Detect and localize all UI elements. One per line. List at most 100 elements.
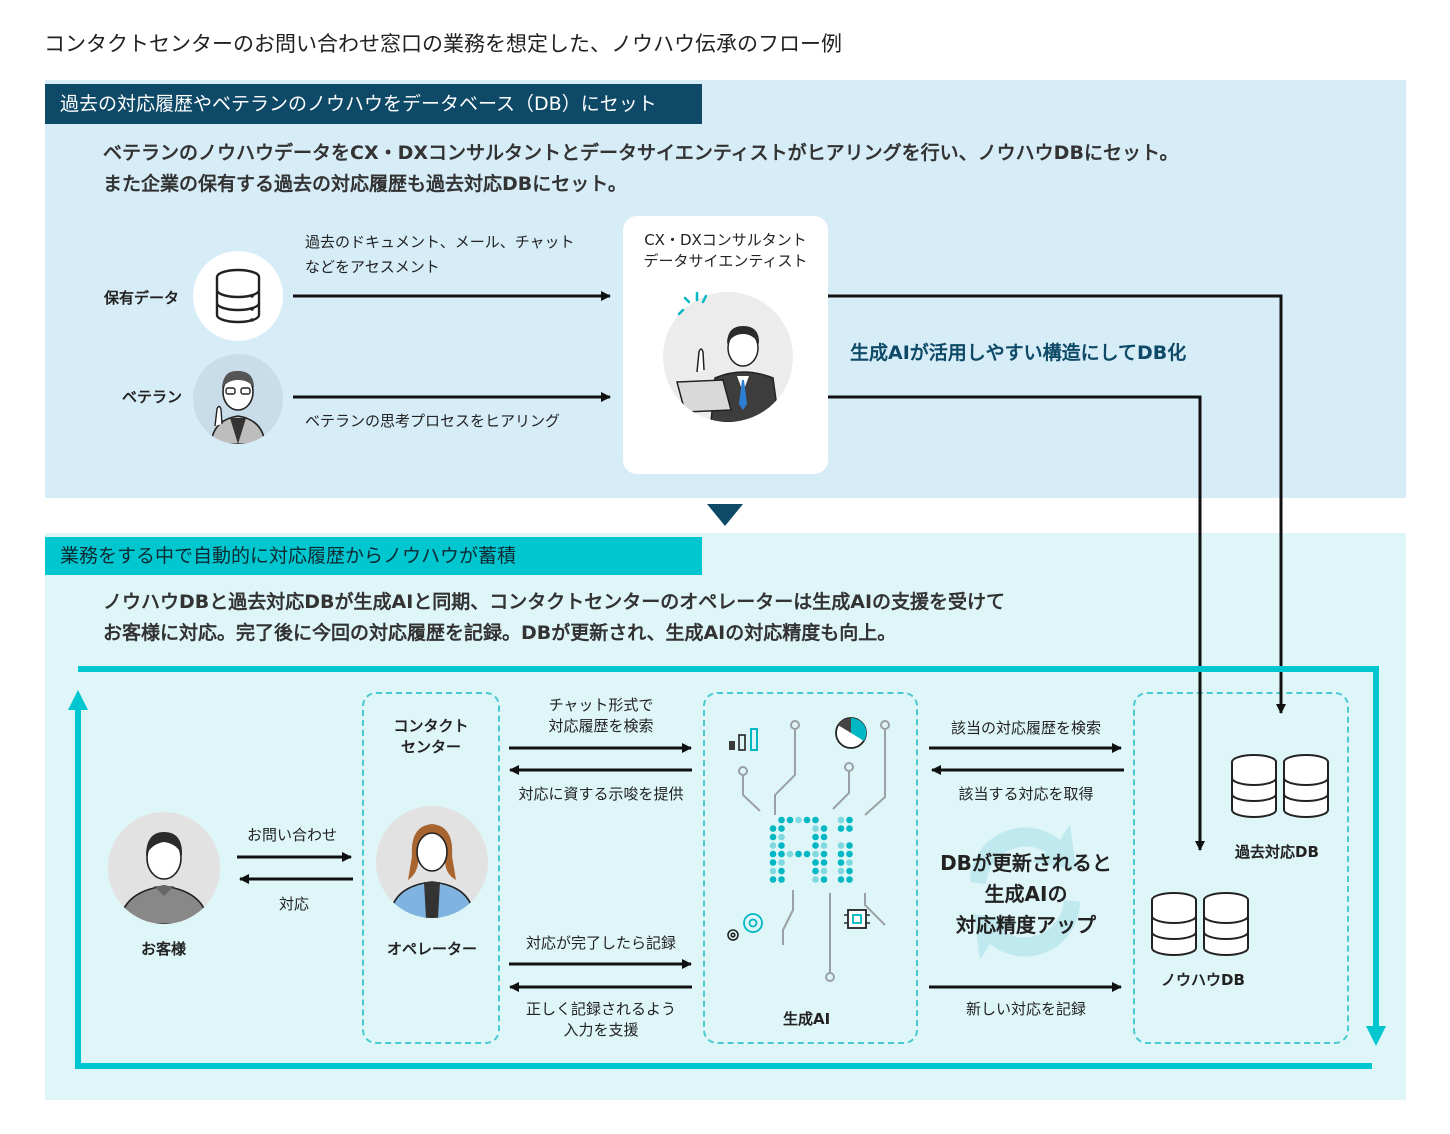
consultant-title-line1: CX・DXコンサルタント [644,231,807,249]
ai-glyph-dot [812,816,819,824]
ai-glyph-dot [837,842,845,849]
operator-label: オペレーター [387,940,478,958]
section-2-panel [45,533,1406,1100]
chat-search-line1: チャット形式で [548,696,654,714]
customer-label: お客様 [141,940,187,958]
contact-center-line2: センター [400,738,461,756]
ai-glyph-dot [812,833,819,841]
knowhow-db-label: ノウハウDB [1161,971,1245,989]
ai-glyph-dot [812,876,819,883]
section-1-desc-line2: また企業の保有する過去の対応履歴も過去対応DBにセット。 [103,173,627,195]
record-label: 対応が完了したら記録 [525,934,676,952]
ai-glyph-dot [795,850,802,858]
ai-label: 生成AI [783,1010,831,1028]
db-structure-label: 生成AIが活用しやすい構造にしてDB化 [850,342,1187,364]
ai-glyph-dot [820,876,828,883]
refresh-cycle-icon [970,824,1080,960]
customer-avatar-icon [108,812,220,924]
ai-glyph-dot [769,876,777,883]
search-history-label: 該当の対応履歴を検索 [950,719,1101,737]
ai-glyph-dot [837,867,845,875]
ai-glyph-dot [769,833,777,841]
ai-glyph-dot [812,825,819,832]
ai-glyph-dot [846,842,853,849]
consultant-avatar-icon [663,292,793,422]
input-support-line2: 入力を支援 [563,1021,639,1039]
operator-avatar-icon [376,806,488,918]
ai-glyph-dot [837,859,845,866]
input-support-label: 正しく記録されるよう 入力を支援 [504,999,698,1041]
update-line1: DBが更新されると [940,851,1112,875]
ai-glyph-dot [812,842,819,849]
loop-arrow-left [68,690,1372,1069]
ai-glyph-dot [837,816,845,824]
ai-glyph-dot [778,876,785,883]
ai-glyph-dot [837,850,845,858]
ai-glyph-dot [778,850,785,858]
ai-glyph-dot [795,816,802,824]
owned-data-label: 保有データ [104,289,180,307]
section-2-desc-line1: ノウハウDBと過去対応DBが生成AIと同期、コンタクトセンターのオペレーターは生… [103,591,1006,613]
idea-spark-icon [677,291,707,316]
input-support-line1: 正しく記録されるよう [525,1000,676,1018]
ai-glyph-dot [778,842,785,849]
ai-glyph-dot [769,842,777,849]
ai-glyph-dot [803,816,811,824]
suggestion-label: 対応に資する示唆を提供 [518,785,684,803]
update-accuracy-label: DBが更新されると 生成AIの 対応精度アップ [926,848,1126,941]
past-db-icon [1231,754,1329,818]
past-db-label: 過去対応DB [1235,843,1319,861]
contact-center-label: コンタクト センター [362,716,500,758]
consultant-card: CX・DXコンサルタント データサイエンティスト [623,216,828,474]
consultant-title-line2: データサイエンティスト [643,252,808,270]
update-line2: 生成AIの [984,882,1068,906]
contact-center-box [362,692,500,1044]
arrow-consultant-to-past-db [828,294,1286,714]
update-line3: 対応精度アップ [956,913,1096,937]
chat-search-line2: 対応履歴を検索 [548,717,654,735]
section-2-header: 業務をする中で自動的に対応履歴からノウハウが蓄積 [45,537,702,575]
assessment-label-line2: などをアセスメント [305,258,440,276]
ai-glyph-dot [846,859,853,866]
assessment-label: 過去のドキュメント、メール、チャット などをアセスメント [305,230,575,280]
chat-search-label: チャット形式で 対応履歴を検索 [504,695,698,737]
response-label: 対応 [279,895,310,913]
section-1-desc-line1: ベテランのノウハウデータをCX・DXコンサルタントとデータサイエンティストがヒア… [103,142,1179,164]
section-2-desc-line2: お客様に対応。完了後に今回の対応履歴を記録。DBが更新され、生成AIの対応精度も… [103,622,897,644]
ai-glyph-dot [769,825,777,832]
ai-glyph-dot [812,867,819,875]
ai-glyph-dot [837,876,845,883]
ai-glyph-dot [846,876,853,883]
ai-glyph-dot [820,850,828,858]
ai-glyph-dot [820,867,828,875]
assessment-label-line1: 過去のドキュメント、メール、チャット [305,233,575,251]
ai-glyph-dot [778,867,785,875]
section-1-header: 過去の対応履歴やベテランのノウハウをデータベース（DB）にセット [45,84,702,124]
down-arrow-icon [707,504,743,526]
ai-glyph-dot [778,825,785,832]
generative-ai-box [703,692,918,1044]
inquiry-label: お問い合わせ [247,826,338,844]
ai-glyph-dot [837,825,845,832]
ai-glyph-dot [778,833,785,841]
ai-glyph-dot [820,842,828,849]
new-record-label: 新しい対応を記録 [965,1000,1086,1018]
ai-glyph-dot [846,825,853,832]
knowhow-db-icon [1151,892,1249,956]
ai-glyph-dot [812,850,819,858]
ai-glyph-dot [778,816,785,824]
loop-arrow-right [78,666,1386,1046]
consultant-card-title: CX・DXコンサルタント データサイエンティスト [623,230,828,272]
database-icon [193,251,283,341]
ai-glyph-dot [846,816,853,824]
ai-glyph-dot [786,816,794,824]
ai-glyph-dot [769,850,777,858]
database-box [1133,692,1349,1044]
ai-glyph-dot [820,825,828,832]
contact-center-line1: コンタクト [393,717,469,735]
veteran-label: ベテラン [122,388,183,406]
section-1-description: ベテランのノウハウデータをCX・DXコンサルタントとデータサイエンティストがヒア… [103,138,1179,200]
ai-circuit-illustration [727,717,890,982]
page-title: コンタクトセンターのお問い合わせ窓口の業務を想定した、ノウハウ伝承のフロー例 [44,32,842,56]
